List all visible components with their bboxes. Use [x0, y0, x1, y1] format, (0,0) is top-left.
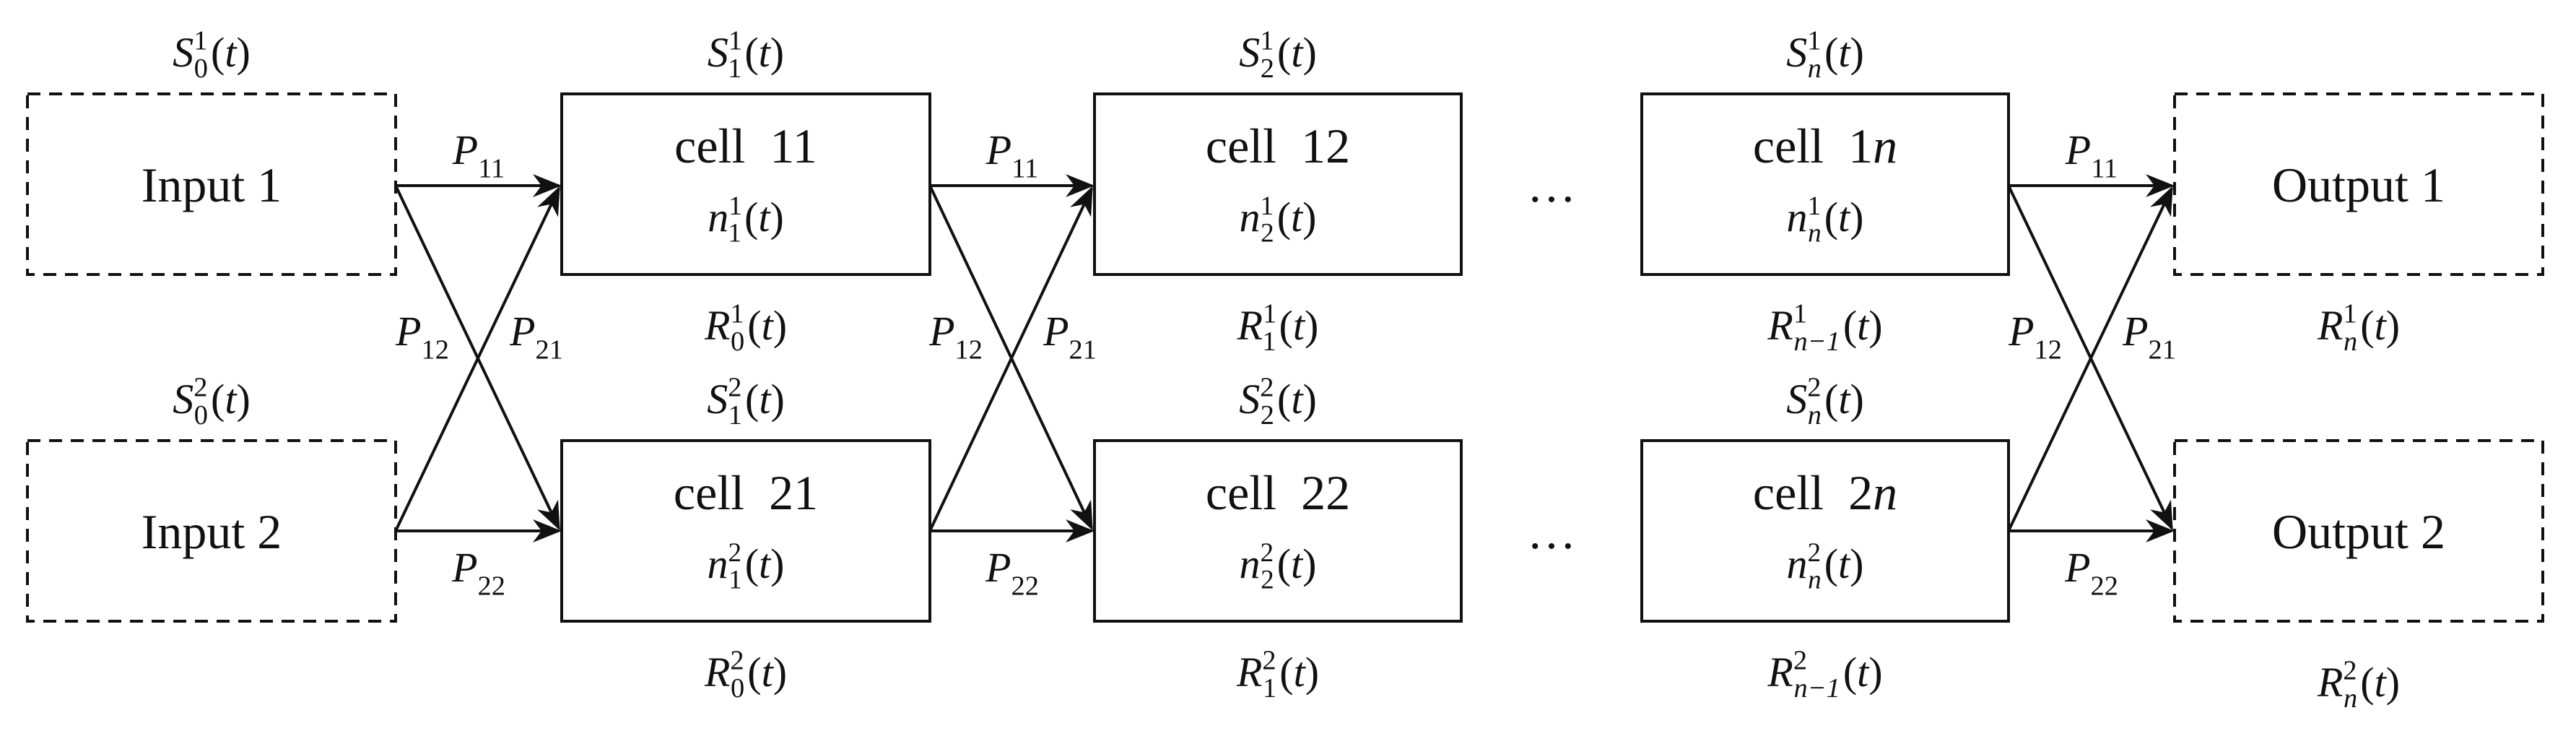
label-p11-2: P11: [2065, 126, 2118, 184]
label-p12-1: P12: [928, 308, 983, 365]
label-p22-0: P22: [451, 544, 505, 602]
output-box-1: [2173, 92, 2544, 276]
cell-label-21: cell 21: [674, 465, 818, 520]
label-p21-2: P21: [2122, 308, 2176, 365]
input-label-2: Input 2: [142, 504, 282, 559]
arrow-p21-0: [394, 186, 560, 532]
label-p11-0: P11: [452, 126, 505, 184]
cell-box-12: [1093, 92, 1463, 276]
cell-label-11: cell 11: [674, 118, 817, 173]
output-label-2: Output 2: [2272, 504, 2445, 559]
cell-label-2n: cell 2n: [1753, 465, 1897, 520]
label-p22-1: P22: [985, 544, 1039, 602]
cell-label-12: cell 12: [1206, 118, 1350, 173]
output-box-2: [2173, 439, 2544, 623]
label-p22-2: P22: [2064, 544, 2118, 602]
output-label-1: Output 1: [2272, 157, 2445, 212]
label-p21-0: P21: [509, 308, 563, 365]
input-label-1: Input 1: [142, 157, 282, 212]
ellipsis-row-2: …: [1527, 504, 1576, 559]
cell-box-22: [1093, 439, 1463, 623]
label-p21-1: P21: [1043, 308, 1097, 365]
arrow-p21-2: [2007, 186, 2173, 532]
label-p11-1: P11: [985, 126, 1038, 184]
cell-label-22: cell 22: [1206, 465, 1350, 520]
arrow-p21-1: [928, 186, 1093, 532]
ellipsis-row-1: …: [1527, 157, 1576, 212]
label-p12-2: P12: [2008, 308, 2062, 365]
cell-label-1n: cell 1n: [1753, 118, 1897, 173]
label-p12-0: P12: [395, 308, 449, 365]
